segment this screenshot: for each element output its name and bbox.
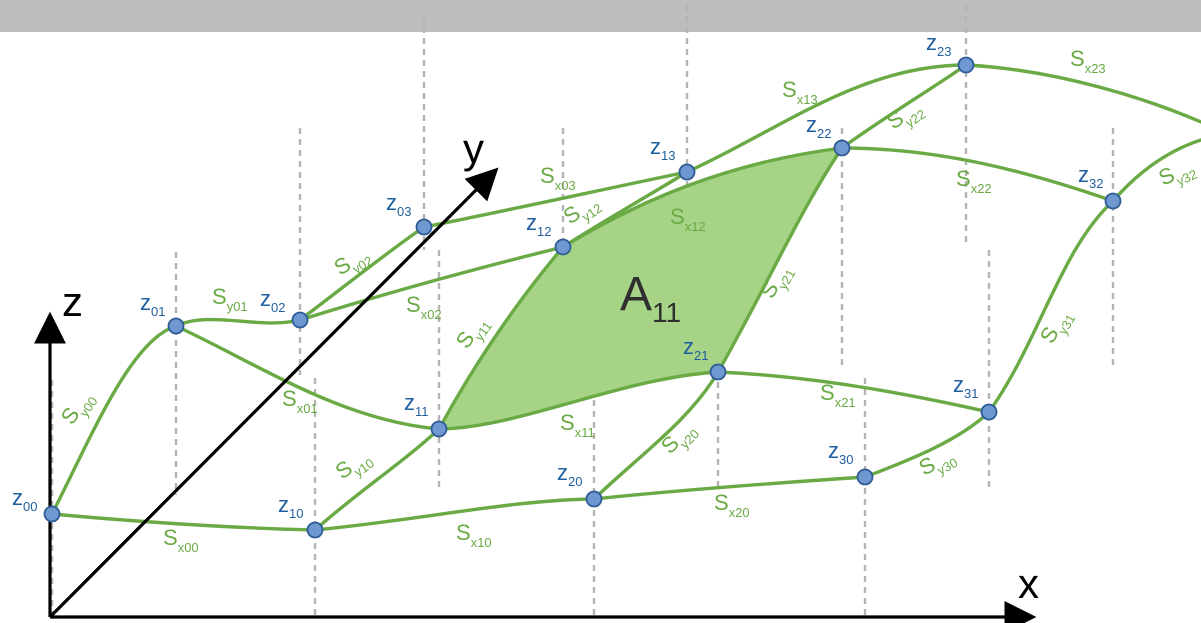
spline-sy32 [1111, 138, 1201, 203]
spline-sy30 [863, 410, 991, 479]
spline-sy31 [987, 199, 1115, 414]
node-label-z30: z30 [828, 438, 853, 467]
spline-sy12 [561, 170, 689, 249]
label-sy22: Sy22 [882, 94, 928, 139]
spline-sy20 [592, 370, 720, 501]
node-z11 [430, 420, 448, 438]
sx-labels: Sx00 Sx01 Sx02 Sx03 Sx10 Sx11 Sx12 Sx13 … [163, 46, 1106, 555]
y-splines [50, 63, 1201, 532]
label-sx11: Sx11 [560, 410, 595, 440]
y-axis-label: y [463, 125, 484, 172]
node-z31 [980, 403, 998, 421]
node-z21 [709, 363, 727, 381]
spline-sx00 [50, 512, 317, 532]
node-label-z10: z10 [278, 492, 303, 521]
node-z23 [957, 56, 975, 74]
node-z02 [291, 311, 309, 329]
node-label-z03: z03 [386, 190, 411, 219]
node-label-z22: z22 [806, 112, 831, 141]
label-sx00: Sx00 [163, 525, 199, 555]
spline-sx10 [313, 497, 596, 532]
z-axis-label: z [62, 278, 83, 325]
node-label-z21: z21 [683, 334, 708, 363]
node-labels: z00 z01 z02 z03 z10 z11 z12 z13 z20 z21 … [12, 30, 1103, 521]
node-z20 [585, 490, 603, 508]
control-points [43, 56, 1122, 539]
label-sx23: Sx23 [1070, 46, 1106, 76]
node-z10 [306, 521, 324, 539]
area-label-a11: A11 [620, 268, 681, 328]
node-label-z13: z13 [650, 134, 675, 163]
node-z32 [1104, 192, 1122, 210]
node-z22 [833, 139, 851, 157]
label-sy10: Sy10 [331, 443, 377, 488]
x-axis-label: x [1018, 560, 1039, 607]
label-sx20: Sx20 [714, 490, 750, 520]
node-z13 [678, 163, 696, 181]
spline-sx21 [716, 370, 991, 414]
label-sx22: Sx22 [956, 166, 992, 196]
node-label-z11: z11 [404, 390, 429, 419]
spline-sx20 [592, 475, 867, 501]
node-z00 [43, 505, 61, 523]
node-label-z20: z20 [557, 460, 582, 489]
top-bar [0, 0, 1201, 32]
node-z01 [167, 317, 185, 335]
node-label-z23: z23 [926, 30, 951, 59]
node-label-z31: z31 [953, 372, 978, 401]
node-label-z01: z01 [140, 290, 165, 319]
label-sx12: Sx12 [670, 204, 706, 234]
spline-sx03 [422, 170, 689, 229]
spline-sy10 [313, 427, 441, 532]
node-z30 [856, 468, 874, 486]
label-sx02: Sx02 [406, 292, 442, 322]
label-sy00: Sy00 [56, 385, 101, 431]
spline-sy01 [174, 317, 302, 328]
x-splines [50, 63, 1201, 532]
spline-sx01 [174, 324, 441, 431]
spline-sy00 [50, 324, 178, 516]
node-label-z32: z32 [1078, 162, 1103, 191]
label-sx03: Sx03 [540, 163, 576, 193]
label-sy31: Sy31 [1035, 304, 1079, 350]
node-z03 [415, 218, 433, 236]
node-label-z00: z00 [12, 485, 37, 514]
spline-sy02 [298, 225, 426, 322]
spline-sx22 [840, 146, 1115, 203]
spline-sy22 [840, 63, 968, 150]
label-sx13: Sx13 [782, 77, 818, 107]
label-sx21: Sx21 [820, 380, 856, 410]
spline-sx23 [964, 63, 1201, 124]
node-z12 [554, 238, 572, 256]
label-sx10: Sx10 [456, 520, 492, 550]
spline-sx13 [685, 63, 968, 174]
label-sx01: Sx01 [282, 386, 318, 416]
spline-sx02 [298, 245, 565, 322]
axes [34, 167, 1037, 623]
label-sy01: Sy01 [212, 284, 248, 314]
y-axis [48, 167, 499, 619]
node-label-z12: z12 [526, 210, 551, 239]
node-label-z02: z02 [260, 286, 285, 315]
